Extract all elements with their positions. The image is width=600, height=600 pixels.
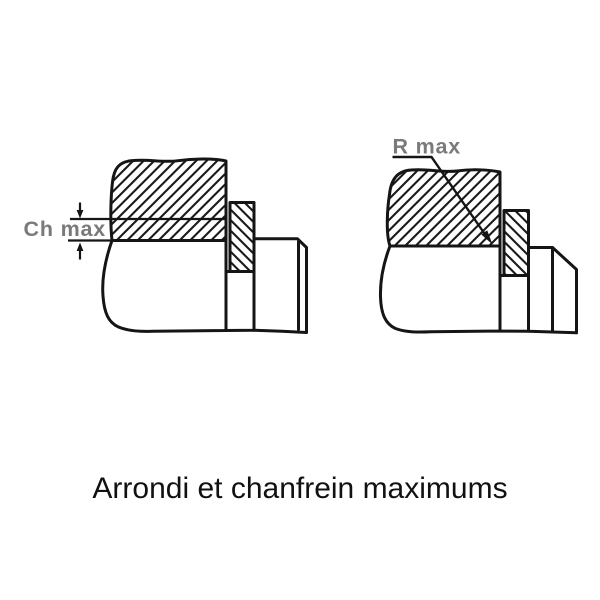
- right-diagram: R max: [378, 135, 578, 335]
- dim-arrow-down-icon: [76, 210, 84, 219]
- right-bearing-ring: [502, 209, 530, 277]
- leader-arrow-icon: [481, 230, 493, 245]
- dim-arrow-up-icon: [76, 242, 84, 251]
- left-shaft-end: [252, 237, 308, 334]
- left-bearing-ring: [228, 201, 256, 273]
- right-shoulder-block: [385, 168, 502, 248]
- radius-max-label: R max: [393, 135, 462, 159]
- left-shaft-outline: [101, 239, 256, 333]
- chamfer-max-label: Ch max: [24, 217, 106, 241]
- chamfer-dimension-arrows: [76, 202, 84, 260]
- figure-caption: Arrondi et chanfrein maximums: [92, 472, 508, 505]
- radius-leader-line: [392, 155, 488, 238]
- right-shaft-end: [527, 246, 578, 335]
- right-shaft-outline: [378, 244, 578, 335]
- left-diagram: Ch max: [24, 157, 308, 334]
- left-shoulder-block: [109, 157, 228, 242]
